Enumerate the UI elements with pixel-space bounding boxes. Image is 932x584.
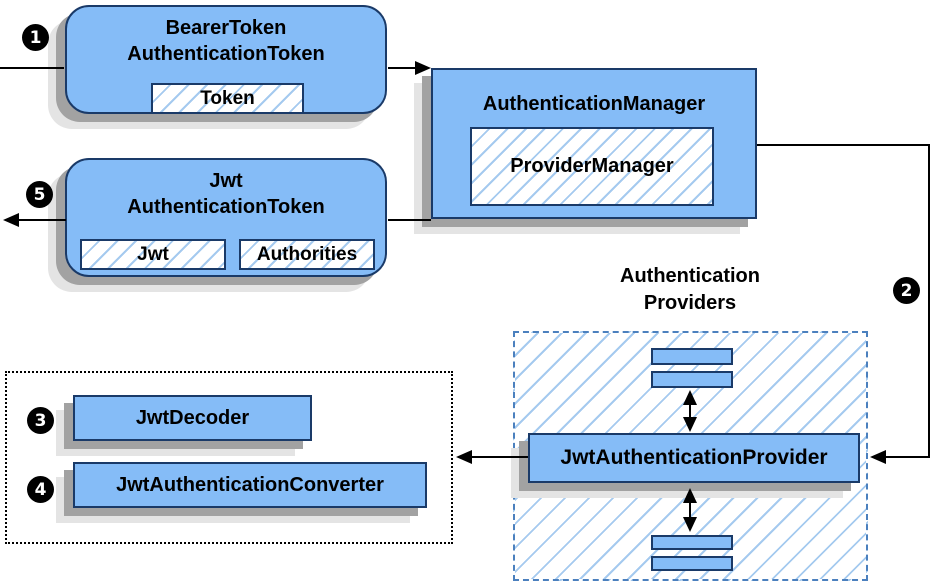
arrow-bearer-to-manager-head: [415, 61, 431, 75]
node-jwt-authentication-token: Jwt AuthenticationToken Jwt Authorities: [65, 158, 387, 277]
node-jwt-decoder: JwtDecoder: [73, 395, 312, 441]
step-badge-5: 5: [26, 181, 53, 208]
arrow-manager-to-provider-head: [870, 450, 886, 464]
node-authentication-manager: AuthenticationManager ProviderManager: [431, 68, 757, 219]
provider-stack-bar: [651, 348, 733, 365]
node-bearer-token-title: BearerToken AuthenticationToken: [67, 7, 385, 67]
node-jwt-token-title: Jwt AuthenticationToken: [67, 160, 385, 220]
step-badge-3: 3: [27, 407, 54, 434]
node-authentication-manager-title: AuthenticationManager: [482, 93, 706, 115]
provider-stack-bar: [651, 556, 733, 571]
node-bearer-token-title-line2: AuthenticationToken: [127, 43, 325, 65]
field-provider-manager: ProviderManager: [470, 127, 714, 206]
provider-stack-bar: [651, 535, 733, 550]
step-badge-1: 1: [22, 24, 49, 51]
node-jwt-token-title-line1: Jwt: [209, 170, 243, 192]
arrow-jwt-token-out-head: [3, 213, 19, 227]
node-jwt-authentication-converter: JwtAuthenticationConverter: [73, 462, 427, 508]
providers-label-line1: Authentication: [620, 265, 760, 287]
node-jwt-authentication-provider: JwtAuthenticationProvider: [528, 433, 860, 483]
step-badge-4: 4: [27, 476, 54, 503]
arrow-provider-to-decoder-head: [456, 450, 472, 464]
field-token: Token: [151, 83, 304, 114]
providers-label-line2: Providers: [643, 292, 737, 314]
node-bearer-token-title-line1: BearerToken: [165, 17, 287, 39]
step-badge-2: 2: [893, 277, 920, 304]
field-jwt: Jwt: [80, 239, 226, 270]
field-authorities: Authorities: [239, 239, 375, 270]
provider-stack-bar: [651, 371, 733, 388]
node-bearer-token-authentication-token: BearerToken AuthenticationToken Token: [65, 5, 387, 114]
authentication-providers-label: Authentication Providers: [565, 263, 815, 317]
node-jwt-token-title-line2: AuthenticationToken: [127, 196, 325, 218]
